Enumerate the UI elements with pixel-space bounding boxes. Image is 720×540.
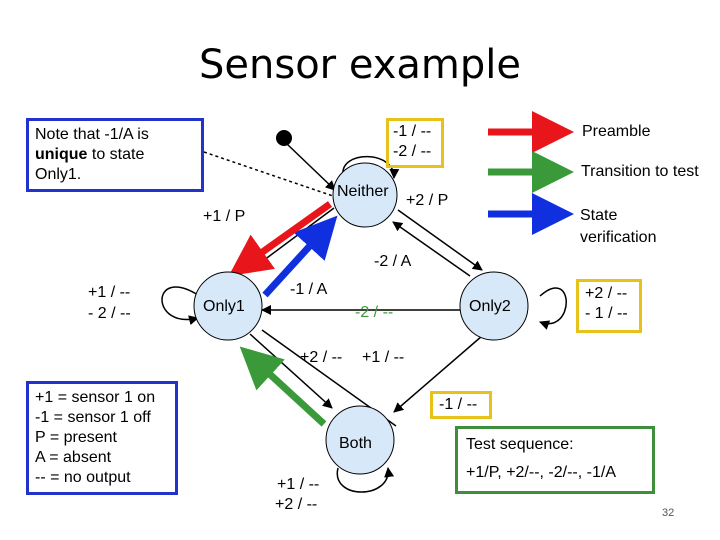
key-line-3: P = present — [35, 429, 117, 446]
legend-verification-2: verification — [580, 229, 657, 246]
edge-only2-both — [393, 335, 483, 413]
neither-loop-label-box: -1 / -- -2 / -- — [386, 118, 444, 168]
label-only1-loop-2: - 2 / -- — [88, 305, 131, 322]
state-only2 — [459, 271, 529, 341]
slide-title: Sensor example — [199, 42, 521, 88]
initial-arrow — [286, 143, 336, 191]
initial-state-dot — [276, 130, 292, 146]
key-line-1: +1 = sensor 1 on — [35, 389, 156, 406]
only1-self-loop — [161, 286, 199, 326]
test-sequence-box: Test sequence: +1/P, +2/--, -2/--, -1/A — [455, 426, 655, 494]
state-neither — [332, 162, 398, 228]
legend-transition: Transition to test — [581, 163, 699, 180]
neither-loop-label-1: -1 / -- — [393, 123, 432, 140]
legend-verification-1: State — [580, 207, 618, 224]
test-sequence-value: +1/P, +2/--, -2/--, -1/A — [466, 464, 616, 481]
test-sequence-heading: Test sequence: — [466, 436, 574, 453]
legend-preamble: Preamble — [582, 123, 651, 140]
note-line-2-rest: to state — [87, 146, 145, 163]
label-both-loop-2: +2 / -- — [275, 496, 318, 513]
only2-loop-label-1: +2 / -- — [585, 285, 628, 302]
both-only1-label-box: -1 / -- — [430, 391, 492, 419]
label-only2-neither: -2 / A — [374, 253, 412, 270]
key-line-2: -1 = sensor 1 off — [35, 409, 151, 426]
note-pointer — [203, 151, 334, 197]
preamble-arrow — [228, 201, 333, 277]
label-neither-only1: +1 / P — [203, 208, 246, 225]
transition-arrow — [239, 346, 327, 427]
neither-self-loop — [342, 155, 400, 179]
note-box: Note that -1/A is unique to state Only1. — [26, 118, 204, 192]
label-only2-only1: -2 / -- — [355, 304, 394, 321]
note-bold-word: unique — [35, 146, 88, 163]
state-both-label: Both — [339, 435, 372, 452]
edge-only1-both — [249, 333, 333, 409]
label-only1-loop-1: +1 / -- — [88, 284, 131, 301]
both-self-loop — [336, 467, 395, 493]
key-line-5: -- = no output — [35, 469, 131, 486]
only2-loop-label-2: - 1 / -- — [585, 305, 628, 322]
page-number: 32 — [662, 507, 675, 519]
note-line-1: Note that -1/A is — [35, 126, 149, 143]
label-only1-neither: -1 / A — [290, 281, 328, 298]
only2-loop-label-box: +2 / -- - 1 / -- — [576, 279, 642, 333]
note-line-2: unique to state — [35, 145, 195, 165]
label-both-loop-1: +1 / -- — [277, 476, 320, 493]
note-line-3: Only1. — [35, 166, 82, 183]
label-both-only1: -1 / -- — [439, 396, 478, 413]
neither-loop-label-2: -2 / -- — [393, 143, 432, 160]
label-only2-both: +1 / -- — [362, 349, 405, 366]
key-line-4: A = absent — [35, 449, 112, 466]
state-only1 — [193, 271, 263, 341]
label-only1-both: +2 / -- — [300, 349, 343, 366]
key-box: +1 = sensor 1 on -1 = sensor 1 off P = p… — [26, 381, 178, 495]
edge-neither-only2 — [397, 209, 483, 271]
state-only1-label: Only1 — [203, 298, 245, 315]
label-neither-only2: +2 / P — [406, 192, 449, 209]
state-neither-label: Neither — [337, 183, 389, 200]
edge-only2-neither — [392, 221, 471, 277]
state-both — [325, 405, 395, 475]
only2-self-loop — [539, 287, 567, 330]
edge-only1-neither — [262, 215, 338, 298]
state-only2-label: Only2 — [469, 298, 511, 315]
